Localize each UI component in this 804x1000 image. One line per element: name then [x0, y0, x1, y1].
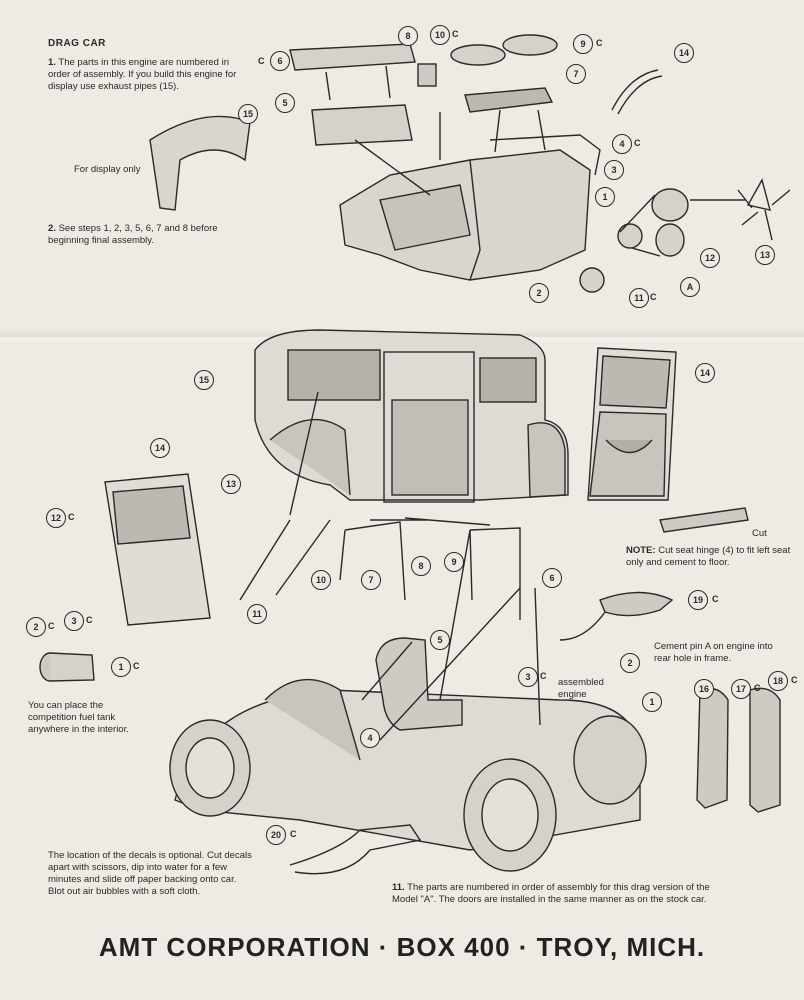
c-suffix: C	[258, 56, 265, 66]
part-callout: 13	[755, 245, 775, 265]
c-suffix: C	[540, 671, 547, 681]
part-callout: 8	[398, 26, 418, 46]
part-callout: 15	[194, 370, 214, 390]
step-text: The parts are numbered in order of assem…	[392, 882, 710, 905]
part-callout: 2	[620, 653, 640, 673]
c-suffix: C	[754, 683, 761, 693]
c-suffix: C	[48, 621, 55, 631]
part-callout: 14	[695, 363, 715, 383]
part-callout: 6	[270, 51, 290, 71]
cut-label: Cut	[752, 528, 767, 539]
step-number: 2.	[48, 223, 56, 234]
c-suffix: C	[650, 292, 657, 302]
part-callout: 9	[573, 34, 593, 54]
step-2-instruction: 2. See steps 1, 2, 3, 5, 6, 7 and 8 befo…	[48, 223, 258, 247]
part-callout: 1	[595, 187, 615, 207]
c-suffix: C	[712, 594, 719, 604]
step-number: 11.	[392, 882, 405, 893]
section-title: DRAG CAR	[48, 38, 106, 49]
part-callout: 4	[612, 134, 632, 154]
part-callout: 4	[360, 728, 380, 748]
part-callout: 3	[604, 160, 624, 180]
part-callout: A	[680, 277, 700, 297]
fuel-tank-note: You can place the competition fuel tank …	[28, 700, 129, 735]
c-suffix: C	[290, 829, 297, 839]
step-text: The parts in this engine are numbered in…	[48, 57, 237, 92]
part-callout: 2	[26, 617, 46, 637]
part-callout: 12	[700, 248, 720, 268]
assembled-engine-label: assembled engine	[558, 677, 604, 700]
part-callout: 10	[311, 570, 331, 590]
c-suffix: C	[68, 512, 75, 522]
part-callout: 16	[694, 679, 714, 699]
part-callout: 6	[542, 568, 562, 588]
part-callout: 1	[111, 657, 131, 677]
c-suffix: C	[596, 38, 603, 48]
note-text: Cut seat hinge (4) to fit left seat only…	[626, 545, 791, 568]
part-callout: 18	[768, 671, 788, 691]
part-callout: 3	[518, 667, 538, 687]
c-suffix: C	[133, 661, 140, 671]
part-callout: 12	[46, 508, 66, 528]
step-11-instruction: 11. The parts are numbered in order of a…	[392, 882, 710, 906]
part-callout: 2	[529, 283, 549, 303]
step-1-instruction: 1. The parts in this engine are numbered…	[48, 57, 238, 93]
display-note: For display only	[74, 164, 141, 175]
part-callout: 8	[411, 556, 431, 576]
part-callout: 10	[430, 25, 450, 45]
decal-instructions: The location of the decals is optional. …	[48, 850, 252, 897]
part-callout: 14	[150, 438, 170, 458]
part-callout: 3	[64, 611, 84, 631]
part-callout: 11	[247, 604, 267, 624]
part-callout: 9	[444, 552, 464, 572]
company-footer: AMT CORPORATION · BOX 400 · TROY, MICH.	[98, 932, 706, 962]
part-callout: 13	[221, 474, 241, 494]
part-callout: 19	[688, 590, 708, 610]
part-callout: 17	[731, 679, 751, 699]
part-callout: 5	[275, 93, 295, 113]
part-callout: 1	[642, 692, 662, 712]
part-callout: 20	[266, 825, 286, 845]
note-label: NOTE:	[626, 545, 656, 556]
c-suffix: C	[452, 29, 459, 39]
part-callout: 15	[238, 104, 258, 124]
c-suffix: C	[791, 675, 798, 685]
part-callout: 11	[629, 288, 649, 308]
c-suffix: C	[634, 138, 641, 148]
engine-pin-note: Cement pin A on engine into rear hole in…	[654, 641, 773, 664]
part-callout: 14	[674, 43, 694, 63]
seat-hinge-note: NOTE: Cut seat hinge (4) to fit left sea…	[626, 545, 794, 569]
step-text: See steps 1, 2, 3, 5, 6, 7 and 8 before …	[48, 223, 218, 246]
part-callout: 7	[361, 570, 381, 590]
part-callout: 7	[566, 64, 586, 84]
step-number: 1.	[48, 57, 56, 68]
part-callout: 5	[430, 630, 450, 650]
c-suffix: C	[86, 615, 93, 625]
